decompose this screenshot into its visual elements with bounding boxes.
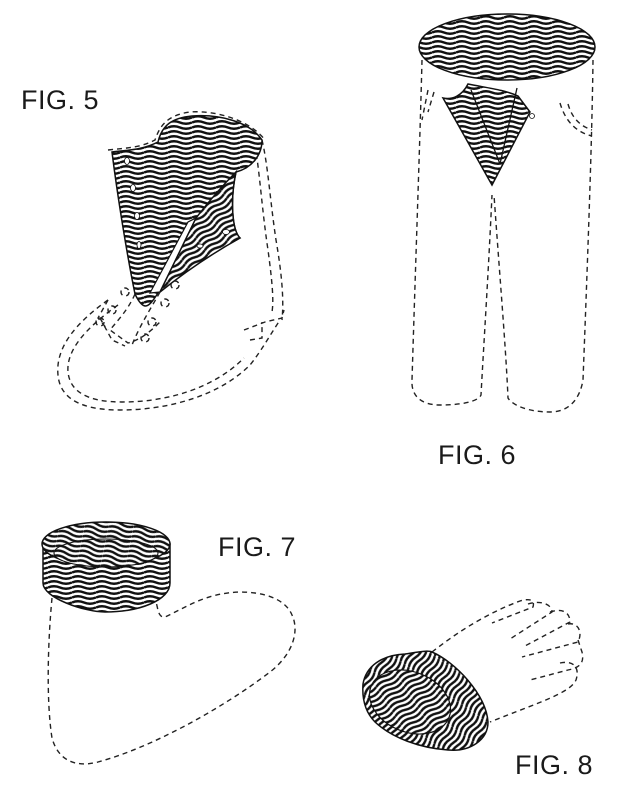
boot-sole-outline [57,299,281,411]
glove-hand-outline [431,598,584,723]
fig7-label: FIG. 7 [218,532,297,562]
sock-cuff-inner-opening [53,538,159,568]
boot-lower-eyelets [95,280,180,343]
pants-fly-seam [470,87,518,165]
boot-heel-outline [243,309,285,341]
fig6-label: FIG. 6 [438,440,517,470]
boot-lace-area-outline [99,291,161,347]
boot-tongue-lining-shaded [111,114,263,307]
boot-sole-inner-outline [67,304,245,403]
pants-button [529,113,535,119]
boot-back-inner-outline [254,144,274,313]
fig8-glove-drawing [362,598,584,751]
pants-fly-shaded [441,83,531,187]
fig7-sock-drawing [41,521,296,765]
fig5-boot-drawing [57,111,285,411]
pants-waistband-shaded [418,13,596,81]
boot-right-facing-shaded [159,169,242,293]
fig5-label: FIG. 5 [21,85,100,115]
fig6-pants-drawing [411,13,596,413]
pants-right-pocket [559,102,593,137]
boot-collar-outline [107,111,266,151]
sock-outline [47,591,296,765]
fig8-label: FIG. 8 [515,750,594,780]
pants-left-pocket [421,89,435,121]
boot-back-outline [261,139,284,321]
boot-eyelets [124,157,230,249]
glove-cuff-opening [368,669,452,735]
